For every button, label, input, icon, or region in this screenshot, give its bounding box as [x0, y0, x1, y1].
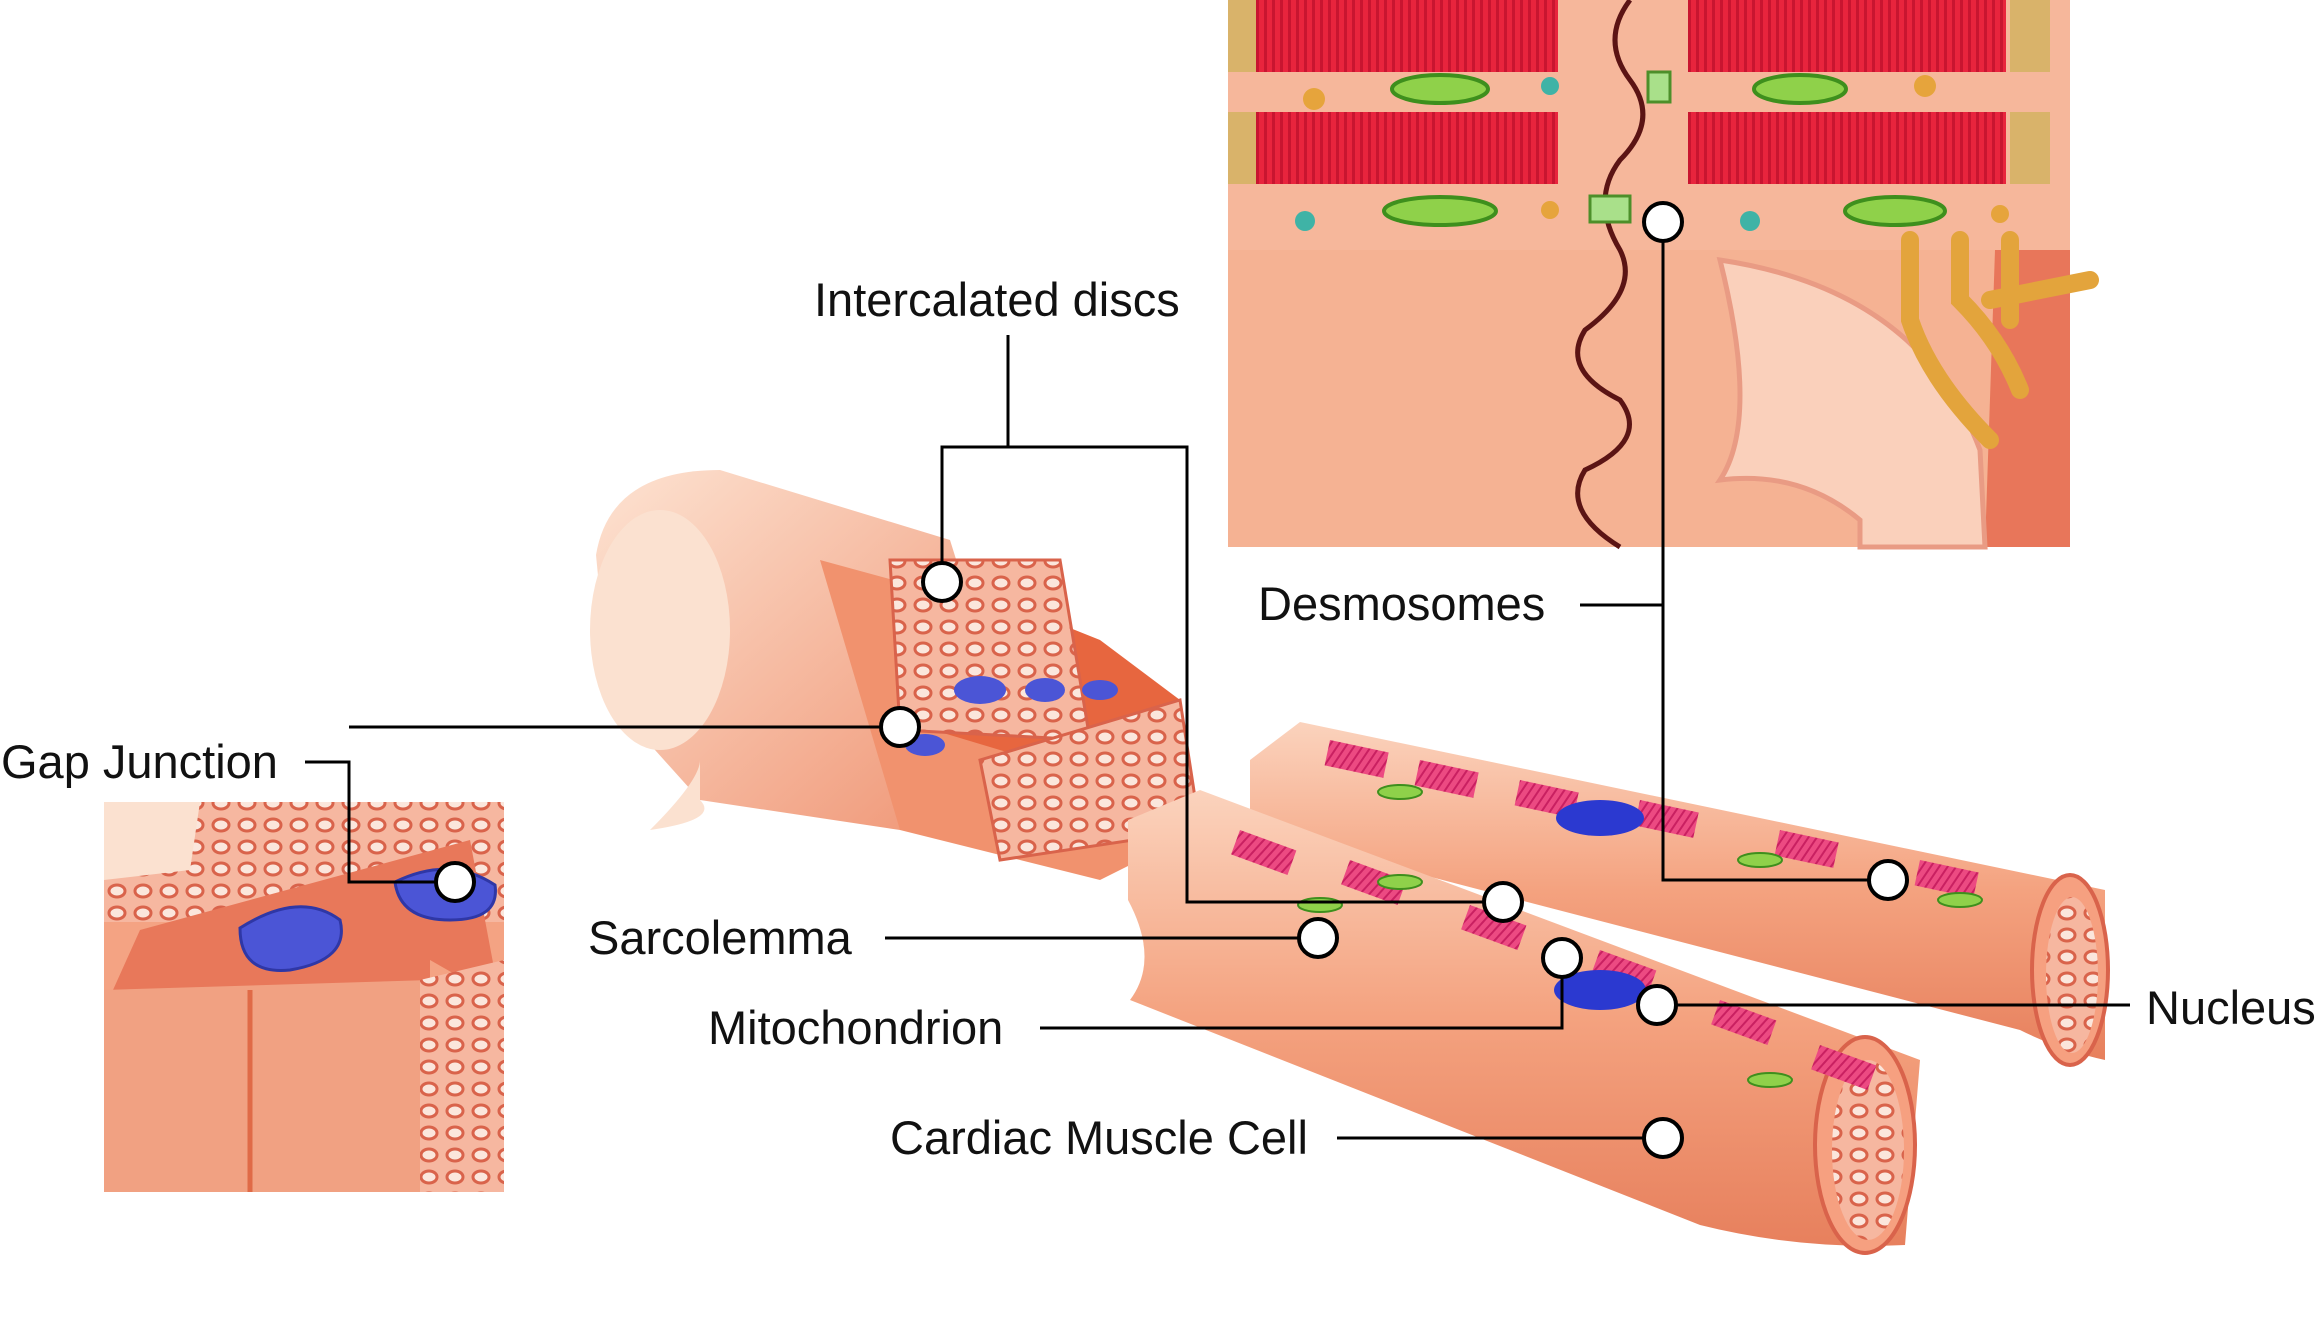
- label-intercalated-discs: Intercalated discs: [814, 273, 1180, 326]
- cardiac-muscle-fibers: [1128, 722, 2110, 1255]
- sarcomere-block: [1228, 0, 2099, 550]
- leader-desmosomes-b: [1661, 222, 1888, 882]
- marker-sarcolemma: [1297, 917, 1339, 959]
- marker-intercalated-discs-fiber: [1482, 881, 1524, 923]
- leader-mitochondrion: [1040, 958, 1564, 1030]
- leader-gap-junction-a: [305, 760, 455, 884]
- leader-lines: [305, 222, 2130, 1140]
- label-mitochondrion: Mitochondrion: [708, 1001, 1004, 1054]
- leader-intercalated-discs-a: [940, 335, 1010, 582]
- marker-gap-junction-inset: [434, 861, 476, 903]
- marker-desmosomes: [1642, 201, 1684, 243]
- marker-gap-junction-bundle: [879, 706, 921, 748]
- label-sarcolemma: Sarcolemma: [588, 911, 852, 964]
- leader-intercalated-discs-b: [1008, 445, 1503, 904]
- muscle-fiber-bundle: [590, 470, 1202, 880]
- label-gap-junction: Gap Junction: [1, 735, 278, 788]
- marker-mitochondrion: [1541, 937, 1583, 979]
- label-nucleus: Nucleus: [2146, 981, 2316, 1034]
- label-cardiac-muscle-cell: Cardiac Muscle Cell: [890, 1111, 1308, 1164]
- marker-desmosomes-fiber: [1867, 859, 1909, 901]
- marker-cardiac-muscle-cell: [1642, 1117, 1684, 1159]
- gap-junction-inset: [104, 802, 504, 1192]
- marker-nucleus: [1636, 984, 1678, 1026]
- label-desmosomes: Desmosomes: [1258, 577, 1546, 630]
- marker-intercalated-discs-bundle: [921, 561, 963, 603]
